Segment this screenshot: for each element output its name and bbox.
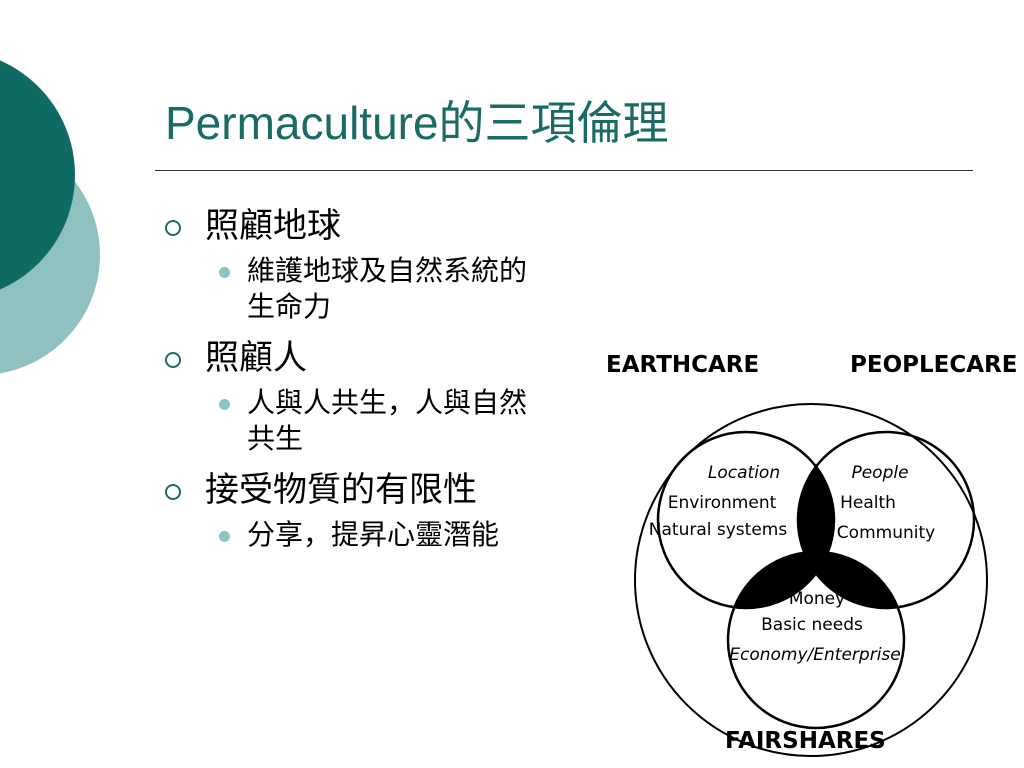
bullet-peoplecare: 照顧人 [165,337,545,379]
bullet-text: 接受物質的有限性 [205,470,477,510]
earthcare-circle [656,430,836,610]
ring-bullet-icon [165,352,181,368]
intersection-fills [728,432,834,608]
right-item: Community [837,523,935,543]
bottom-item: Economy/Enterprise [729,645,900,665]
bullet-text: 照顧人 [205,338,307,378]
right-item: Health [840,493,896,513]
sub-bullet-earthcare: 維護地球及自然系統的生命力 [219,253,537,325]
bullet-fairshares: 接受物質的有限性 [165,469,545,511]
bullet-earthcare: 照顧地球 [165,205,545,247]
decorative-circles [0,60,100,374]
dot-bullet-icon [219,267,230,278]
sub-bullet-peoplecare: 人與人共生，人與自然共生 [219,385,537,457]
left-item: Environment [668,493,777,513]
slide-title: Permaculture的三項倫理 [165,97,669,149]
people-fair-overlap [798,552,904,608]
peoplecare-circle [796,430,976,610]
ring-bullet-icon [165,220,181,236]
title-divider [155,170,973,171]
fairshares-circle [726,550,906,730]
earth-fair-overlap [728,552,834,608]
left-item: Location [708,463,780,483]
ring-bullet-icon [165,484,181,500]
bottom-item: Basic needs [761,615,863,635]
peoplecare-label: PEOPLECARE [850,352,1017,378]
fairshares-label: FAIRSHARES [725,728,886,754]
dark-teal-circle [0,60,75,290]
bullet-list: 照顧地球 維護地球及自然系統的生命力 照顧人 人與人共生，人與自然共生 接受物質… [165,205,545,565]
sub-bullet-text: 分享，提昇心靈潛能 [247,518,500,551]
right-item: People [851,463,908,483]
outer-circle [634,403,988,757]
sub-bullet-text: 人與人共生，人與自然共生 [247,386,528,455]
bullet-text: 照顧地球 [205,206,341,246]
bottom-item: Money [789,589,845,609]
sub-bullet-fairshares: 分享，提昇心靈潛能 [219,517,537,553]
earthcare-label: EARTHCARE [606,352,759,378]
left-item: Natural systems [649,520,788,540]
permaculture-ethics-venn-diagram: EARTHCARE PEOPLECARE FAIRSHARES Location… [606,352,1017,757]
dot-bullet-icon [219,531,230,542]
sub-bullet-text: 維護地球及自然系統的生命力 [247,254,528,323]
dot-bullet-icon [219,399,230,410]
